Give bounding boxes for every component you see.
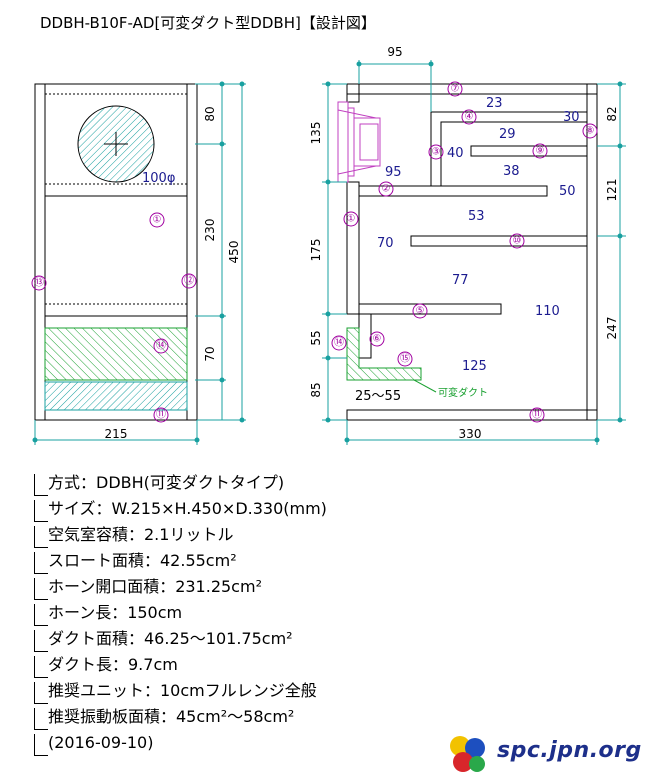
side-marker-1: ① xyxy=(343,211,359,227)
spec-duct-area: ダクト面積：46.25～101.75cm² xyxy=(34,626,454,652)
side-dim-121: 121 xyxy=(605,179,619,202)
side-dim-95: 95 xyxy=(387,45,402,59)
svg-text:④: ④ xyxy=(465,112,474,123)
side-marker-9: ⑨ xyxy=(532,143,548,159)
spec-type: 方式：DDBH(可変ダクトタイプ) xyxy=(34,470,454,496)
spec-list: 方式：DDBH(可変ダクトタイプ) サイズ：W.215×H.450×D.330(… xyxy=(34,470,454,756)
front-bottom-hatch xyxy=(44,381,188,411)
side-dim-55: 55 xyxy=(309,330,323,345)
side-marker-7: ⑦ xyxy=(447,81,463,97)
spec-date: (2016-09-10) xyxy=(34,730,454,756)
drawing-title: DDBH-B10F-AD[可変ダクト型DDBH]【設計図】 xyxy=(40,14,376,32)
svg-text:⑬: ⑬ xyxy=(34,277,44,289)
front-marker-1: ① xyxy=(149,212,165,228)
svg-text:①: ① xyxy=(153,215,162,226)
side-marker-5: ⑤ xyxy=(412,303,428,319)
spec-size: サイズ：W.215×H.450×D.330(mm) xyxy=(34,496,454,522)
side-dim-82: 82 xyxy=(605,106,619,121)
svg-text:③: ③ xyxy=(432,147,441,158)
side-dimensions xyxy=(322,60,626,445)
side-marker-2: ② xyxy=(378,181,394,197)
side-view xyxy=(346,83,598,421)
svg-text:⑨: ⑨ xyxy=(536,146,545,157)
logo-text: spc.jpn.org xyxy=(497,738,642,763)
inner-125: 125 xyxy=(462,359,487,374)
svg-text:⑥: ⑥ xyxy=(373,334,382,345)
side-dim-85: 85 xyxy=(309,382,323,397)
side-dim-247: 247 xyxy=(605,317,619,340)
side-marker-8: ⑧ xyxy=(582,123,598,139)
front-dim-70: 70 xyxy=(203,346,217,361)
inner-25-55: 25～55 xyxy=(355,389,401,404)
variable-duct-label: 可変ダクト xyxy=(438,386,488,399)
svg-text:⑪: ⑪ xyxy=(156,409,166,421)
spec-chamber-volume: 空気室容積：2.1リットル xyxy=(34,522,454,548)
svg-text:②: ② xyxy=(382,184,391,195)
inner-95: 95 xyxy=(385,165,402,180)
svg-text:⑩: ⑩ xyxy=(513,236,522,247)
side-marker-4: ④ xyxy=(461,109,477,125)
svg-text:⑮: ⑮ xyxy=(400,353,410,365)
spd-logo-icon xyxy=(447,734,487,774)
inner-23: 23 xyxy=(486,96,503,111)
svg-text:⑧: ⑧ xyxy=(586,126,595,137)
side-marker-6: ⑥ xyxy=(369,331,385,347)
front-dim-450: 450 xyxy=(227,241,241,264)
front-dim-230: 230 xyxy=(203,219,217,242)
svg-text:⑭: ⑭ xyxy=(156,340,166,352)
side-marker-10: ⑩ xyxy=(509,233,525,249)
front-marker-12: ⑫ xyxy=(181,273,197,289)
inner-30: 30 xyxy=(563,110,580,125)
spec-horn-mouth-area: ホーン開口面積：231.25cm² xyxy=(34,574,454,600)
spec-recommended-unit: 推奨ユニット：10cmフルレンジ全般 xyxy=(34,678,454,704)
side-marker-11: ⑪ xyxy=(529,407,545,423)
inner-29: 29 xyxy=(499,127,516,142)
inner-110: 110 xyxy=(535,304,560,319)
svg-text:⑭: ⑭ xyxy=(334,337,344,349)
side-marker-3: ③ xyxy=(428,144,444,160)
front-dimensions xyxy=(32,81,246,445)
inner-40: 40 xyxy=(447,146,464,161)
front-dim-80: 80 xyxy=(203,106,217,121)
inner-50: 50 xyxy=(559,184,576,199)
speaker-side xyxy=(337,101,381,183)
side-dim-330: 330 xyxy=(459,427,482,441)
svg-text:⑤: ⑤ xyxy=(416,306,425,317)
inner-70: 70 xyxy=(377,236,394,251)
svg-text:①: ① xyxy=(347,214,356,225)
inner-77: 77 xyxy=(452,273,469,288)
inner-53: 53 xyxy=(468,209,485,224)
front-marker-11: ⑪ xyxy=(153,407,169,423)
spec-duct-length: ダクト長：9.7cm xyxy=(34,652,454,678)
spec-throat-area: スロート面積：42.55cm² xyxy=(34,548,454,574)
svg-text:⑦: ⑦ xyxy=(451,84,460,95)
front-marker-14: ⑭ xyxy=(153,338,169,354)
front-marker-13: ⑬ xyxy=(31,275,47,291)
side-marker-15: ⑮ xyxy=(397,351,413,367)
spec-horn-length: ホーン長：150cm xyxy=(34,600,454,626)
inner-38: 38 xyxy=(503,164,520,179)
svg-text:⑫: ⑫ xyxy=(184,275,194,287)
speaker-size-label: 100φ xyxy=(142,171,175,186)
front-dim-215: 215 xyxy=(105,427,128,441)
site-logo: spc.jpn.org xyxy=(447,734,652,774)
side-dim-175: 175 xyxy=(309,239,323,262)
side-marker-14: ⑭ xyxy=(331,335,347,351)
side-dim-135: 135 xyxy=(309,122,323,145)
svg-text:⑪: ⑪ xyxy=(532,409,542,421)
front-duct-hatch xyxy=(44,327,188,381)
spec-diaphragm-area: 推奨振動板面積：45cm²～58cm² xyxy=(34,704,454,730)
side-duct-hatch xyxy=(346,327,422,381)
